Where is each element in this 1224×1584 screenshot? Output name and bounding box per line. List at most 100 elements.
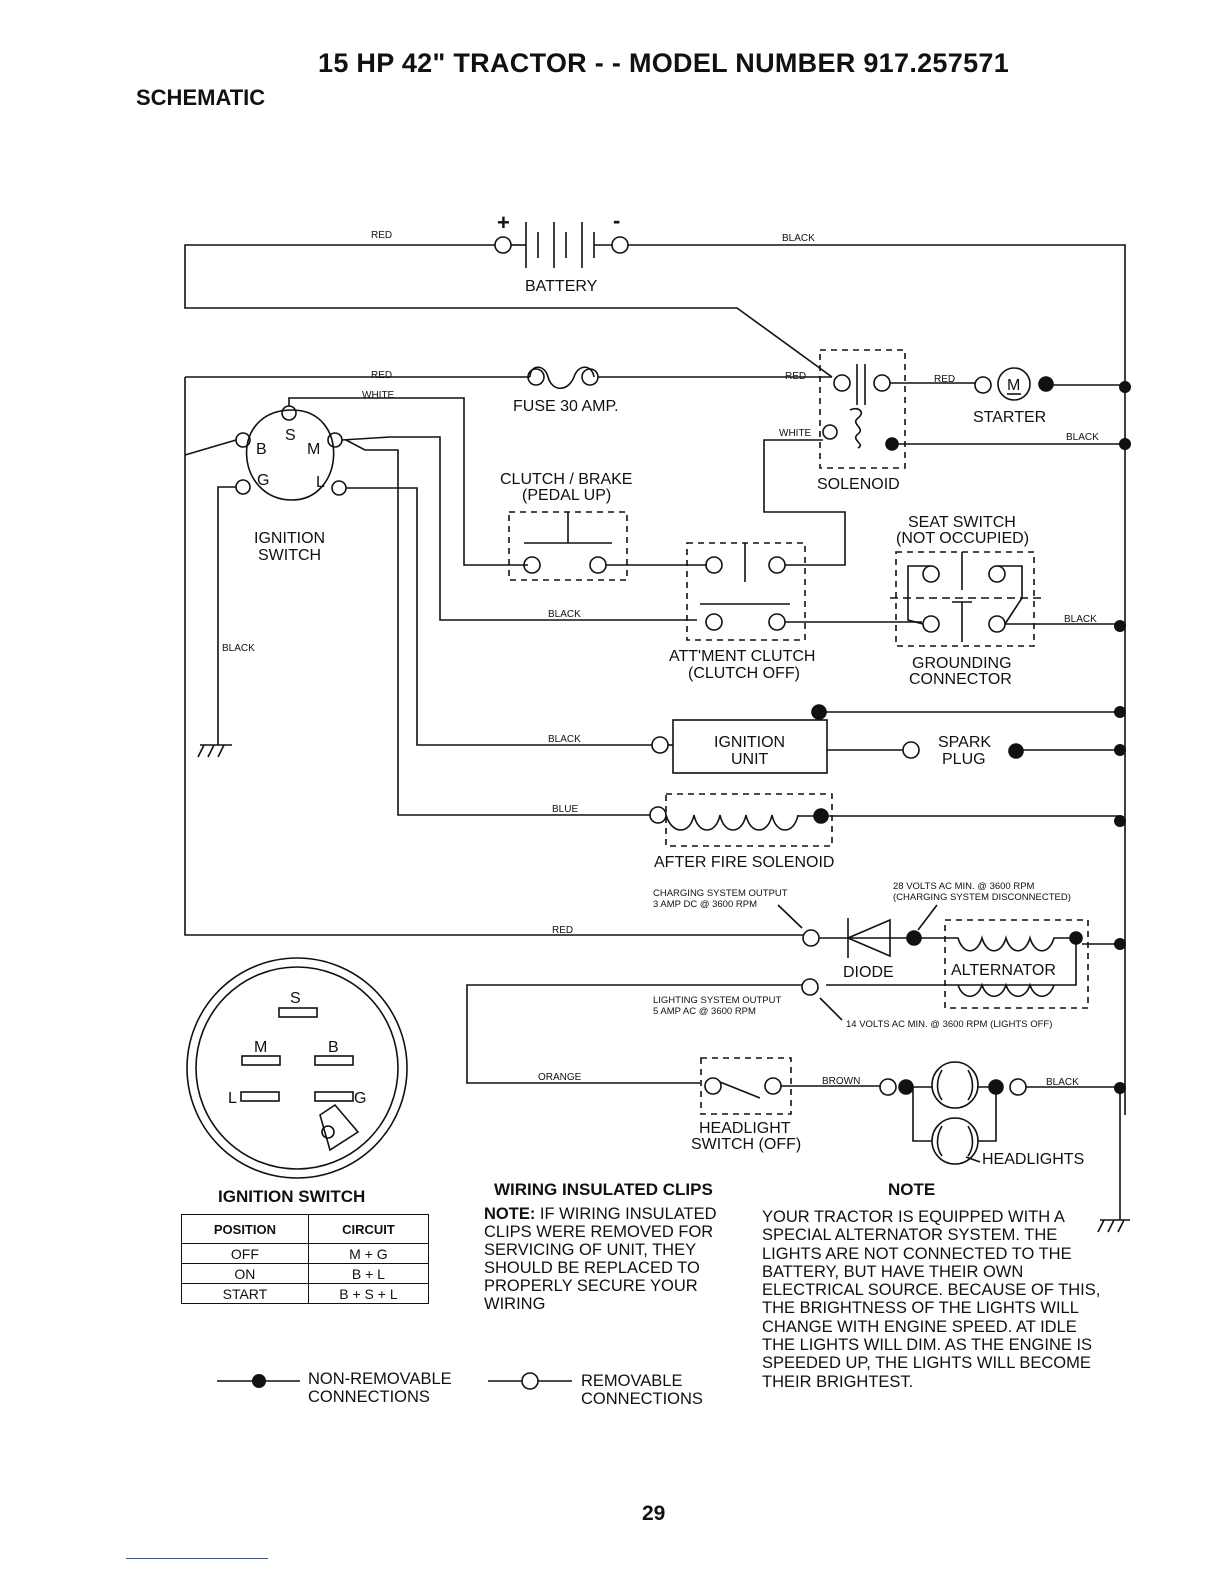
svg-text:M: M — [254, 1039, 267, 1056]
ignition-unit-label-2: UNIT — [731, 751, 769, 768]
clutch-brake-label-1: CLUTCH / BRAKE — [500, 471, 632, 488]
ignition-unit: IGNITION UNIT — [651, 704, 828, 774]
svg-text:BLACK: BLACK — [548, 734, 581, 745]
table-header-row: POSITION CIRCUIT — [181, 1214, 430, 1244]
note-heading: NOTE — [888, 1180, 936, 1199]
solenoid-label: SOLENOID — [817, 476, 900, 493]
legend-removable: REMOVABLE CONNECTIONS — [488, 1372, 703, 1408]
charging-output-1: CHARGING SYSTEM OUTPUT — [653, 888, 788, 899]
clips-heading: WIRING INSULATED CLIPS — [494, 1180, 713, 1199]
svg-text:BLACK: BLACK — [222, 643, 255, 654]
seat-switch: SEAT SWITCH (NOT OCCUPIED) GROUNDING CON… — [890, 514, 1042, 688]
section-title: SCHEMATIC — [136, 85, 266, 110]
footer-rule — [126, 1558, 268, 1559]
legend-non-removable: NON-REMOVABLE CONNECTIONS — [217, 1370, 452, 1406]
clutch-brake-switch: CLUTCH / BRAKE (PEDAL UP) — [500, 471, 632, 581]
table-row: START B + S + L — [181, 1283, 430, 1304]
note-text: YOUR TRACTOR IS EQUIPPED WITH A SPECIAL … — [762, 1208, 1101, 1391]
legend-non-removable-2: CONNECTIONS — [308, 1388, 430, 1406]
clutch-brake-label-2: (PEDAL UP) — [522, 487, 611, 504]
grounding-label-2: CONNECTOR — [909, 671, 1012, 688]
headlights: HEADLIGHTS — [879, 1061, 1084, 1168]
headlight-switch-label-1: HEADLIGHT — [699, 1120, 791, 1137]
alternator-label: ALTERNATOR — [951, 962, 1056, 979]
diode-label: DIODE — [843, 964, 894, 981]
page-number: 29 — [642, 1502, 666, 1525]
volts28-line1: 28 VOLTS AC MIN. @ 3600 RPM — [893, 881, 1035, 892]
diode: DIODE — [802, 918, 922, 981]
battery-plus: + — [497, 210, 510, 235]
table-header-position: POSITION — [181, 1214, 309, 1244]
table-cell: B + L — [307, 1263, 430, 1284]
wire-label-black: BLACK — [782, 233, 815, 244]
svg-text:RED: RED — [785, 371, 806, 382]
fuse-label: FUSE 30 AMP. — [513, 398, 619, 415]
grounding-label-1: GROUNDING — [912, 655, 1012, 672]
ignition-table-title: IGNITION SWITCH — [218, 1187, 366, 1206]
svg-text:WHITE: WHITE — [779, 428, 812, 439]
charging-output-2: 3 AMP DC @ 3600 RPM — [653, 899, 757, 910]
table-row: ON B + L — [181, 1263, 430, 1284]
spark-plug-label-2: PLUG — [942, 751, 986, 768]
svg-text:BLUE: BLUE — [552, 804, 578, 815]
starter-m: M — [1007, 377, 1020, 394]
table-cell: M + G — [307, 1243, 430, 1264]
svg-text:RED: RED — [934, 374, 955, 385]
ignition-switch-table: POSITION CIRCUIT OFF M + G ON B + L STAR… — [181, 1214, 430, 1304]
svg-text:B: B — [328, 1039, 339, 1056]
headlight-switch-label-2: SWITCH (OFF) — [691, 1136, 801, 1153]
seat-switch-label-1: SEAT SWITCH — [908, 514, 1016, 531]
attment-clutch-label-1: ATT'MENT CLUTCH — [669, 648, 815, 665]
volts14-label: 14 VOLTS AC MIN. @ 3600 RPM (LIGHTS OFF) — [846, 1019, 1052, 1030]
svg-text:BLACK: BLACK — [1046, 1077, 1079, 1088]
ignition-switch-face: S M B L G — [186, 957, 408, 1179]
svg-text:RED: RED — [552, 925, 573, 936]
svg-text:M: M — [307, 441, 320, 458]
svg-text:L: L — [316, 474, 325, 491]
volts28-line2: (CHARGING SYSTEM DISCONNECTED) — [893, 892, 1071, 903]
battery: + - BATTERY — [494, 208, 629, 295]
table-cell: B + S + L — [307, 1283, 430, 1304]
svg-text:BLACK: BLACK — [1066, 432, 1099, 443]
page-title: 15 HP 42" TRACTOR - - MODEL NUMBER 917.2… — [318, 48, 1010, 78]
table-row: OFF M + G — [181, 1243, 430, 1264]
spark-plug: SPARK PLUG — [902, 734, 1024, 768]
svg-text:ORANGE: ORANGE — [538, 1072, 582, 1083]
ignition-switch-label-2: SWITCH — [258, 547, 321, 564]
legend-removable-2: CONNECTIONS — [581, 1390, 703, 1408]
headlights-label: HEADLIGHTS — [982, 1151, 1084, 1168]
attment-clutch-label-2: (CLUTCH OFF) — [688, 665, 800, 682]
svg-text:L: L — [228, 1090, 237, 1107]
lighting-output-1: LIGHTING SYSTEM OUTPUT — [653, 995, 781, 1006]
after-fire-solenoid-label: AFTER FIRE SOLENOID — [654, 854, 834, 871]
svg-text:BLACK: BLACK — [1064, 614, 1097, 625]
spark-plug-label-1: SPARK — [938, 734, 991, 751]
battery-label: BATTERY — [525, 278, 598, 295]
seat-switch-label-2: (NOT OCCUPIED) — [896, 530, 1029, 547]
battery-minus: - — [613, 208, 620, 233]
svg-text:S: S — [285, 427, 296, 444]
lighting-output-2: 5 AMP AC @ 3600 RPM — [653, 1006, 756, 1017]
table-cell: ON — [181, 1263, 309, 1284]
attachment-clutch-switch: ATT'MENT CLUTCH (CLUTCH OFF) — [669, 542, 815, 682]
starter-label: STARTER — [973, 409, 1046, 426]
svg-text:BROWN: BROWN — [822, 1076, 860, 1087]
svg-text:BLACK: BLACK — [548, 609, 581, 620]
ignition-switch-schematic: S B M G L IGNITION SWITCH — [235, 405, 347, 564]
ignition-switch-label-1: IGNITION — [254, 530, 325, 547]
table-header-circuit: CIRCUIT — [307, 1214, 430, 1244]
headlight-switch: HEADLIGHT SWITCH (OFF) — [691, 1057, 801, 1153]
solenoid: SOLENOID — [817, 349, 906, 493]
legend-non-removable-1: NON-REMOVABLE — [308, 1370, 452, 1388]
table-cell: OFF — [181, 1243, 309, 1264]
clips-note-body: IF WIRING INSULATED CLIPS WERE REMOVED F… — [484, 1205, 717, 1313]
after-fire-solenoid: AFTER FIRE SOLENOID — [649, 793, 834, 871]
clips-text: NOTE: IF WIRING INSULATED CLIPS WERE REM… — [484, 1205, 752, 1313]
legend-removable-1: REMOVABLE — [581, 1372, 682, 1390]
alternator: ALTERNATOR — [826, 919, 1089, 1009]
svg-text:RED: RED — [371, 370, 392, 381]
svg-text:B: B — [256, 441, 267, 458]
ignition-unit-label-1: IGNITION — [714, 734, 785, 751]
svg-text:G: G — [257, 472, 269, 489]
